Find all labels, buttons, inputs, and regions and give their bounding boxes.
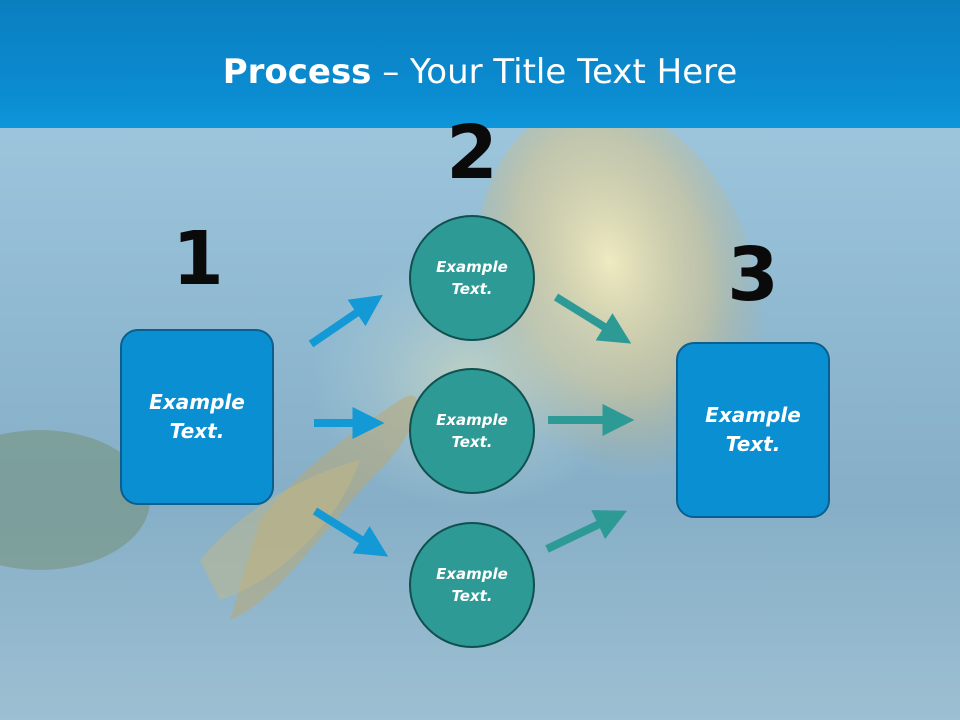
step-2-circle-middle: Example Text. [409, 368, 535, 494]
step-2-circle-top: Example Text. [409, 215, 535, 341]
arrow-bottom-to-3 [545, 510, 627, 553]
title-bold: Process [222, 52, 372, 92]
slide-title: Process – Your Title Text Here [0, 52, 960, 92]
title-rest: – Your Title Text Here [371, 52, 738, 92]
step-2-circle-middle-text: Example Text. [436, 410, 508, 452]
step-2-circle-bottom-text: Example Text. [436, 564, 508, 606]
arrow-1-to-top [308, 294, 383, 348]
step-3-box-text: Example Text. [705, 403, 801, 456]
step-number-3: 3 [727, 232, 779, 318]
step-number-2: 2 [446, 110, 498, 196]
step-number-1: 1 [172, 216, 224, 302]
arrow-1-to-bottom [312, 507, 389, 557]
title-bar [0, 0, 960, 128]
step-1-box-text: Example Text. [149, 390, 245, 443]
step-3-box: Example Text. [676, 342, 830, 518]
step-2-circle-bottom: Example Text. [409, 522, 535, 648]
arrow-top-to-3 [553, 293, 632, 344]
step-1-box: Example Text. [120, 329, 274, 505]
step-2-circle-top-text: Example Text. [436, 257, 508, 299]
